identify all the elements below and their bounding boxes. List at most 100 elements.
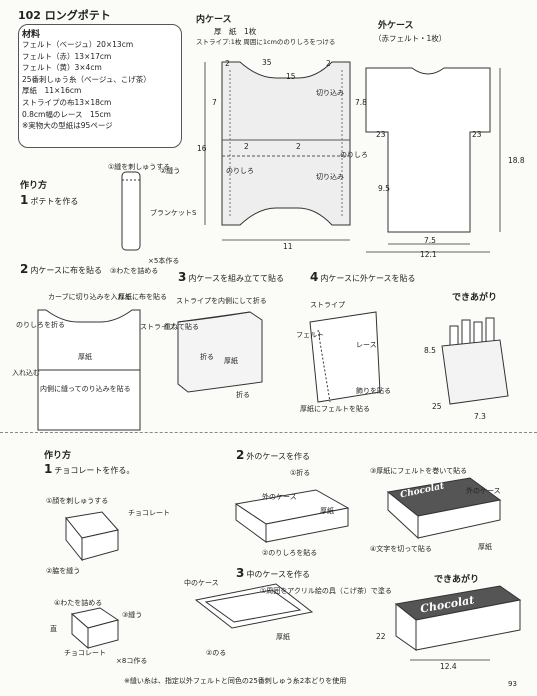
dim-2d: 2 xyxy=(296,142,301,151)
step4-note: 厚紙にフェルトを貼る xyxy=(300,405,370,413)
materials-box xyxy=(18,24,182,148)
dim-7-8: 7.8 xyxy=(355,98,367,107)
material-item: ストライプの布13×18cm xyxy=(22,97,112,107)
step1-note: ③わたを詰める xyxy=(110,267,159,275)
step2-note: 厚紙に布を貼る xyxy=(118,293,167,301)
dim-15: 15 xyxy=(286,72,296,81)
dim-35: 35 xyxy=(262,58,272,67)
step3-note: 重ねて貼る xyxy=(164,323,199,331)
step-number: 4 xyxy=(310,270,319,284)
dim-18-8: 18.8 xyxy=(508,156,525,165)
step-number: 1 xyxy=(20,193,29,207)
step-text: 外のケースを作る xyxy=(246,452,310,461)
step4-illustration xyxy=(309,311,381,403)
dim-23a: 23 xyxy=(376,130,386,139)
step4-note: レース xyxy=(356,341,377,349)
step2-note: 入れ込む xyxy=(12,369,40,377)
choco-note: ×8コ作る xyxy=(116,657,148,665)
step4-note: フェルト xyxy=(296,331,324,339)
outercase-note: 外のケース xyxy=(262,493,297,501)
step3-note: 厚紙 xyxy=(224,357,238,365)
step-number: 2 xyxy=(236,448,245,462)
dim-2a: 2 xyxy=(225,59,230,68)
dim-2b: 2 xyxy=(326,59,331,68)
innercase-note: 中のケース xyxy=(184,579,219,587)
step-text: チョコレートを作る。 xyxy=(54,466,135,475)
dim-8-5: 8.5 xyxy=(424,346,436,355)
step-text: 中のケースを作る xyxy=(246,570,310,579)
step-number: 2 xyxy=(20,262,29,276)
dim-22: 22 xyxy=(376,632,386,641)
howto-bottom-heading: 作り方 xyxy=(44,451,72,461)
innercase-note: ②のる xyxy=(206,649,227,657)
dim-12-1: 12.1 xyxy=(420,250,437,259)
material-item: ※実物大の型紙は95ページ xyxy=(22,121,113,131)
dim-7: 7 xyxy=(212,98,217,107)
outercase-note: 厚紙 xyxy=(320,507,334,515)
label-glue2: のりしろ xyxy=(340,151,368,159)
fries-finished-illustration xyxy=(441,317,509,405)
outercase-note: ③厚紙にフェルトを巻いて貼る xyxy=(370,467,468,475)
outercase-note: ④文字を切って貼る xyxy=(370,545,432,553)
material-item: フェルト（赤）13×17cm xyxy=(22,51,112,61)
dim-9-5: 9.5 xyxy=(378,184,390,193)
page-title: 102 ロングポテト xyxy=(18,9,111,22)
label-cut: 切り込み xyxy=(316,89,344,97)
outercase-note: 厚紙 xyxy=(478,543,492,551)
step-text: 内ケースに布を貼る xyxy=(30,266,102,275)
inner-case-note1: 厚 紙 1枚 xyxy=(214,27,257,36)
choco-note: チョコレート xyxy=(128,509,170,517)
inner-tray-illustration xyxy=(194,583,314,629)
done-bottom-label: できあがり xyxy=(434,575,480,585)
step1-note: ×5本作る xyxy=(148,257,180,265)
outer-case-finished-illustration xyxy=(386,477,502,540)
footnote: ※縫い糸は、指定以外フェルトと同色の25番刺しゅう糸2本どりを使用 xyxy=(124,677,347,685)
step2-note: ストライプ xyxy=(140,323,175,331)
step2-note: 厚紙 xyxy=(78,353,92,361)
outer-case-title: 外ケース xyxy=(378,21,414,31)
step3-note: 折る xyxy=(236,391,250,399)
step3-note: ストライプを内側にして折る xyxy=(176,297,267,305)
page-number: 93 xyxy=(508,680,517,688)
chocolate-piece-illustration xyxy=(65,511,120,650)
chocolate-finished-illustration xyxy=(394,585,522,651)
dim-12-4: 12.4 xyxy=(440,662,457,671)
innercase-note: 厚紙 xyxy=(276,633,290,641)
dim-2c: 2 xyxy=(244,142,249,151)
dim-2-5: 25 xyxy=(432,402,442,411)
materials-heading: 材料 xyxy=(22,30,41,40)
potato-illustration xyxy=(121,171,141,251)
innercase-note: ①周囲をアクリル絵の具（こげ茶）で塗る xyxy=(260,587,392,595)
dim-7-5: 7.5 xyxy=(424,236,436,245)
outercase-note: 外のケース xyxy=(466,487,501,495)
dim-16: 16 xyxy=(197,144,207,153)
step-number: 3 xyxy=(178,270,187,284)
outer-case-pattern xyxy=(365,67,491,233)
step-number: 1 xyxy=(44,462,53,476)
choco-note: ④わたを詰める xyxy=(54,599,103,607)
step4-note: 飾りを貼る xyxy=(356,387,391,395)
material-item: フェルト（ベージュ）20×13cm xyxy=(22,40,134,49)
outercase-note: ②のりしろを貼る xyxy=(262,549,318,557)
outer-case-note: （赤フェルト・1枚） xyxy=(374,34,447,43)
material-item: 0.8cm幅のレース 15cm xyxy=(22,109,111,119)
inner-case-title: 内ケース xyxy=(196,15,232,25)
dim-23b: 23 xyxy=(472,130,482,139)
step1-note: ②縫う xyxy=(160,167,181,175)
howto-top-heading: 作り方 xyxy=(20,181,48,191)
material-item: 25番刺しゅう糸（ベージュ、こげ茶） xyxy=(22,74,151,84)
materials-list: フェルト（ベージュ）20×13cm フェルト（赤）13×17cm フェルト（黄）… xyxy=(22,39,151,132)
step4-note: ストライプ xyxy=(310,301,345,309)
inner-case-note2: ストライプ:1枚 周囲に1cmののりしろをつける xyxy=(196,38,336,46)
step-number: 3 xyxy=(236,566,245,580)
step2-note: カーブに切り込みを入れる xyxy=(48,293,132,301)
choco-note: ①顔を刺しゅうする xyxy=(46,497,109,505)
